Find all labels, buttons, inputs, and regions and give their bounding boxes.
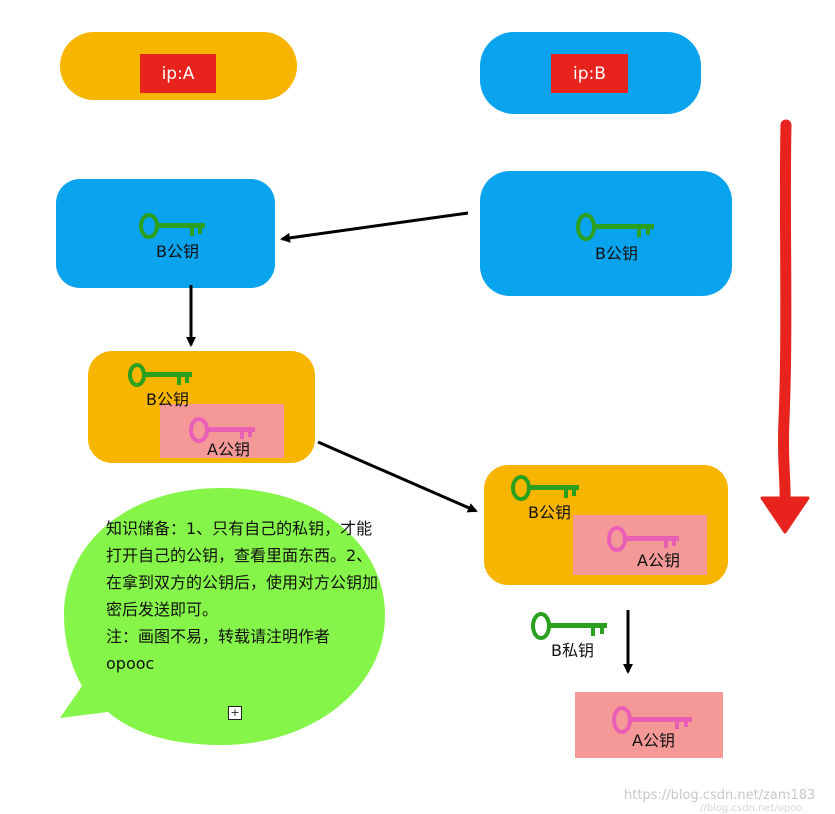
watermark: https://blog.csdn.net/zam183 [624, 788, 816, 803]
arrow-b-to-a [280, 211, 469, 243]
b-privkey-label: B私钥 [551, 641, 594, 660]
knowledge-note: 知识储备：1、只有自己的私钥，才能打开自己的公钥，查看里面东西。2、在拿到双方的… [106, 515, 378, 677]
a-pubkey-final-card [575, 692, 723, 758]
green-key-icon [128, 363, 192, 387]
b-pubkey-label-left: B公钥 [156, 242, 199, 261]
b-pubkey-label-result: B公钥 [528, 503, 571, 522]
ip-b-label: ip:B [551, 54, 628, 93]
host-a-blue-box [56, 179, 275, 288]
red-timeline-arrow [760, 119, 810, 534]
watermark-secondary: //blog.csdn.net/opoo [700, 803, 803, 814]
pink-key-icon [189, 417, 255, 443]
a-pubkey-label-final: A公钥 [632, 731, 675, 750]
b-pubkey-label-combined: B公钥 [146, 390, 189, 409]
pink-key-icon [612, 706, 692, 734]
green-key-icon [531, 612, 607, 640]
green-key-icon [139, 213, 205, 239]
a-pubkey-card-right [573, 515, 707, 575]
host-b-blue-box [480, 171, 732, 296]
note-line-2: 注：画图不易，转载请注明作者opooc [106, 627, 331, 673]
expand-icon[interactable]: + [228, 706, 242, 720]
a-pubkey-label-result: A公钥 [637, 551, 680, 570]
arrow-a-to-b [317, 440, 478, 513]
a-pubkey-label-combined: A公钥 [207, 440, 250, 459]
green-key-icon [576, 213, 654, 241]
pink-key-icon [607, 526, 679, 552]
b-pubkey-label-right: B公钥 [595, 244, 638, 263]
ip-a-label: ip:A [140, 54, 216, 93]
green-key-icon [511, 475, 579, 501]
note-line-1: 知识储备：1、只有自己的私钥，才能打开自己的公钥，查看里面东西。2、在拿到双方的… [106, 519, 379, 619]
